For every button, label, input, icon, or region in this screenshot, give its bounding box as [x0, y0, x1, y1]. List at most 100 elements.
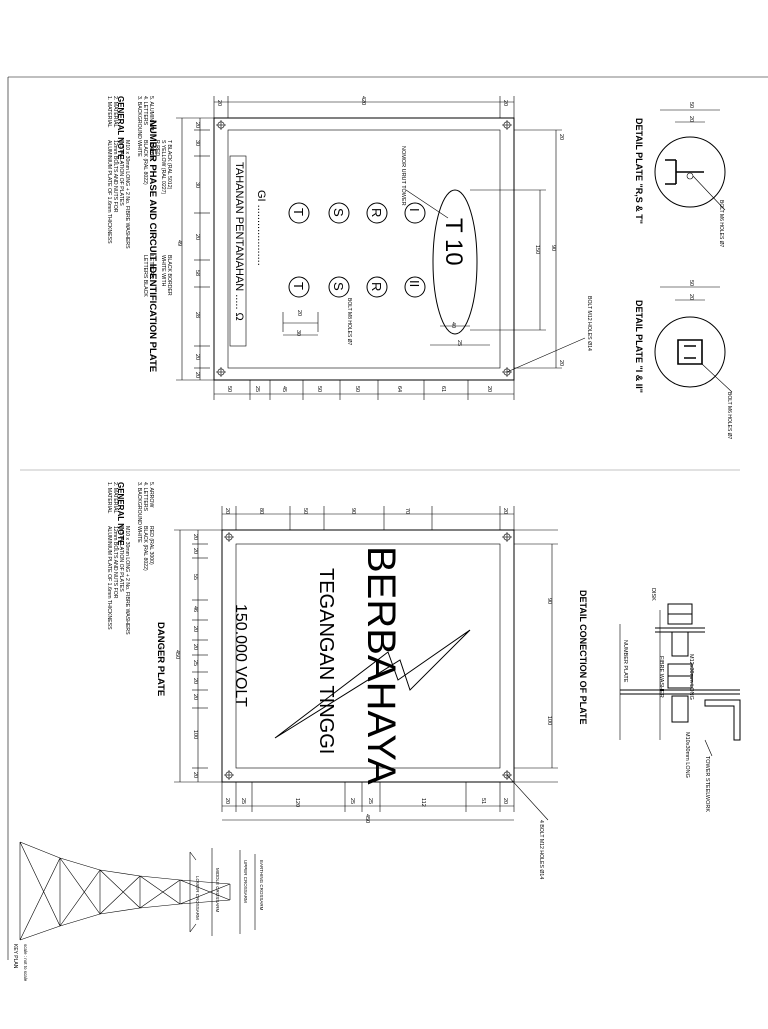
top-general-note: GENERAL NOTE : 1. MATERIAL 2. MATERIAL 3…: [106, 96, 172, 297]
phase-label: S: [331, 282, 346, 291]
phase-label: R: [369, 208, 384, 217]
plate-corner-bolts: [216, 120, 512, 377]
phase-circle-t: [288, 276, 310, 298]
plate-outer: [213, 117, 515, 381]
phase-label: S: [331, 208, 346, 217]
dim-text: 30: [295, 330, 301, 336]
phase-circle-s: [328, 276, 350, 298]
leader-line: [405, 189, 449, 219]
dim-text: 20: [224, 508, 230, 514]
dim-text: 20: [224, 798, 230, 804]
danger-bolt-callout: 4 BOLT M12 HOLES Ø14: [538, 820, 544, 879]
dim-text: 20: [558, 134, 564, 140]
bottom-note-line: 5. ARROW: [148, 482, 154, 507]
key-plan-note: LOWER CROSSARM: [195, 876, 200, 920]
dim-text: 20: [192, 626, 198, 632]
top-note-line: 5. ALUMINIUM: [148, 96, 154, 131]
top-note-text: 12mm BOLTS AND NUTS FOR: [112, 140, 118, 213]
bolt-note: BOLT M8 HOLES Ø7: [346, 298, 352, 346]
nut-top-2: [667, 613, 693, 625]
dim-text: 20: [192, 694, 198, 700]
danger-text-tegangan: TEGANGAN TINGGI: [315, 568, 337, 754]
connection-label: FIBRE WASHER: [658, 656, 664, 698]
dim-text: 50: [354, 386, 360, 392]
dim-text: 20: [194, 372, 200, 378]
dim-text: 50: [302, 508, 308, 514]
dim-text: 150: [534, 245, 540, 254]
tower-body-icon: [19, 841, 231, 941]
top-note-text: M10 x 30mm LONG + 2 No. FIBRE WASHERS: [124, 140, 130, 249]
phase-circle-i: [404, 202, 426, 224]
top-note-heading: GENERAL NOTE :: [116, 96, 125, 164]
dim-text: 20: [192, 772, 198, 778]
key-plan-label: KEY PLAN: [12, 944, 18, 969]
dim-text: 28: [194, 312, 200, 318]
dim-text: 25: [192, 660, 198, 666]
bottom-note-text: WHITE: [136, 526, 142, 543]
dim-text: 25: [240, 798, 246, 804]
top-note-text: S YELLOW (RAL 0227): [160, 140, 166, 194]
lightning-arrow-icon: [274, 629, 471, 739]
dim-text: 20: [194, 122, 200, 128]
bottom-general-note: GENERAL NOTE : 1. MATERIAL 2. MATERIAL 3…: [106, 482, 154, 635]
dim-text: 90: [546, 598, 552, 604]
top-note-line: 4. LETTERS: [142, 96, 148, 126]
dim-text: 20: [558, 360, 564, 366]
letter-ii-shape: [677, 339, 703, 365]
top-note-text: INSTALLATION OF PLATES: [118, 140, 124, 206]
dim-text: 30: [194, 140, 200, 146]
dim-text: 50: [316, 386, 322, 392]
danger-plate-dims: 20 80 50 90 70 20 20 25 120 25 25 112 51…: [174, 506, 558, 823]
dim-text: 20: [194, 234, 200, 240]
dim-text: 20: [502, 798, 508, 804]
bolt-m12-text: BOLT M12 HOLES Ø14: [586, 296, 592, 351]
dim-text: 20: [502, 100, 508, 106]
bottom-note-text: INSTALLATION OF PLATES: [118, 526, 124, 592]
bottom-note-line: 4. LETTERS: [142, 482, 148, 512]
dim-text: 49: [176, 240, 182, 246]
bottom-note-line: 3. BACKGROUND: [136, 482, 142, 525]
dim-text: 58: [194, 270, 200, 276]
top-plate-dims: 20 420 20 50 25 45 50 50 64 61 20 49 20 …: [176, 96, 564, 400]
bolt-m12-text: 4 BOLT M12 HOLES Ø14: [538, 820, 544, 879]
dim-text: 70: [404, 508, 410, 514]
dim-text: 20: [502, 508, 508, 514]
connection-label: DISK: [650, 588, 656, 601]
phase-label: R: [369, 282, 384, 291]
phase-circle-s: [328, 202, 350, 224]
bolt-text: BOLT M6 HOLES Ø7: [726, 392, 732, 440]
danger-plate: BERBAHAYA TEGANGAN TINGGI 150.000 VOLT: [221, 529, 515, 785]
tower-crossarms-icon: [189, 848, 256, 936]
connection-label: NUMBER PLATE: [622, 640, 628, 683]
dim-text: 20: [296, 310, 302, 316]
phase-plates-right: T S R II: [288, 276, 426, 298]
detail-connection: DETAIL CONECTION OF PLATE DISK FIBRE WAS…: [578, 588, 741, 812]
danger-plate-inner: [235, 543, 501, 769]
dim-text: 20: [192, 644, 198, 650]
bolt-hole: [686, 172, 694, 180]
detail-plate-i-ii: DETAIL PLATE "I & II" 50 20 BOLT M6 HOLE…: [634, 280, 733, 440]
dim-text: 112: [420, 798, 426, 807]
top-note-text: LETTERS BLACK: [142, 255, 148, 297]
phase-label: II: [407, 280, 422, 287]
phase-label: T: [291, 208, 306, 216]
bottom-note-text: RED (RAL 3000): [148, 526, 154, 565]
danger-text-berbahaya: BERBAHAYA: [359, 546, 403, 785]
dim-text: 25: [367, 798, 373, 804]
phase-circle-t: [288, 202, 310, 224]
top-note-text: WHITE: [136, 140, 142, 157]
dim-text: 25: [349, 798, 355, 804]
tower-number: T 10: [440, 218, 467, 266]
tower-steel-angle: [704, 699, 741, 741]
bottom-note-heading: GENERAL NOTE :: [116, 482, 125, 550]
connection-label: M10x30mm LONG: [684, 732, 690, 778]
phase-circle-r: [366, 276, 388, 298]
top-note-text: WHITE WITH: [160, 255, 166, 287]
top-note-text: R RED: [154, 140, 160, 156]
bolt-m12-callout: BOLT M12 HOLES Ø14: [586, 296, 592, 351]
dim-text: 45: [281, 386, 287, 392]
plate-inner: [227, 129, 501, 369]
phase-plates-left: T S R I: [288, 202, 426, 224]
